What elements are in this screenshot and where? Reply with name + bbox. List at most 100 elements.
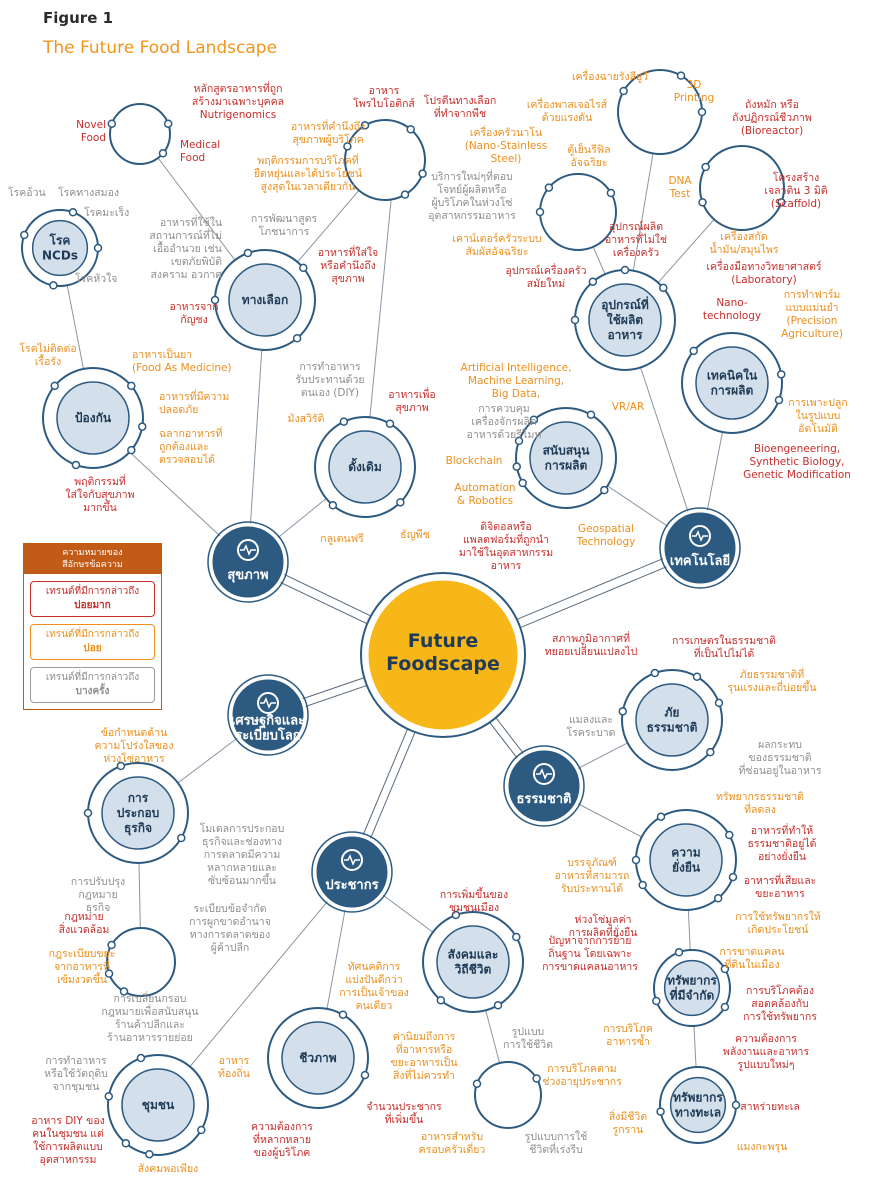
node-dot bbox=[127, 445, 136, 455]
node-dot bbox=[107, 940, 116, 950]
trend-label-elder: การบริโภคตามช่วงอายุประชากร bbox=[542, 1062, 622, 1088]
trend-label-packaging: บรรจุภัณฑ์อาหารที่สามารถรับประทานได้ bbox=[555, 856, 630, 895]
legend-item-often: เทรนด์ที่มีการกล่าวถึง บ่อย bbox=[30, 624, 155, 660]
sub-node-label: ทรัพยากรที่มีจำกัด bbox=[667, 974, 717, 1003]
legend-item-level: บางครั้ง bbox=[75, 686, 110, 697]
sub-node-label: ชุมชน bbox=[142, 1098, 175, 1113]
trend-label-automation: Automation& Robotics bbox=[454, 482, 515, 507]
node-dot bbox=[127, 381, 136, 391]
sub-node-limited: ทรัพยากรที่มีจำกัด bbox=[652, 948, 731, 1027]
hub-label: ธรรมชาติ bbox=[516, 792, 571, 807]
node-dot bbox=[83, 808, 93, 818]
node-dot bbox=[586, 410, 596, 419]
node-dot bbox=[493, 1001, 503, 1010]
trend-label-plant: โปรตีนทางเลือกที่ทำจากพืช bbox=[424, 94, 497, 120]
node-dot bbox=[406, 125, 415, 134]
trend-label-med-food: อาหารเป็นยา(Food As Medicine) bbox=[132, 347, 232, 374]
legend-item-level: บ่อยมาก bbox=[74, 600, 111, 611]
trend-label-local-food: อาหารท้องถิ่น bbox=[218, 1055, 250, 1080]
trend-label-sea-scarce: สาหร่ายทะเล bbox=[740, 1101, 800, 1113]
sub-node-label: ความยั่งยืน bbox=[671, 846, 701, 875]
trend-label-behav: พฤติกรรมที่ใส่ใจกับสุขภาพมากขึ้น bbox=[65, 474, 134, 514]
node-dot bbox=[706, 747, 715, 757]
legend-item-sometimes: เทรนด์ที่มีการกล่าวถึง บางครั้ง bbox=[30, 667, 155, 703]
trend-label-diy: การทำอาหารรับประทานด้วยตนเอง (DIY) bbox=[295, 361, 364, 399]
node-dot bbox=[697, 107, 707, 117]
node-dot bbox=[328, 501, 338, 510]
trend-label-organic-g: อาหารที่ใช้ในสถานการณ์ที่ไม่เอื้ออำนวย เ… bbox=[149, 215, 222, 281]
node-dot bbox=[343, 142, 352, 151]
center-label-line2: Foodscape bbox=[386, 653, 500, 675]
node-dot bbox=[652, 996, 661, 1006]
trend-label-dev: การพัฒนาสูตรโภชนาการ bbox=[251, 213, 318, 238]
node-dot bbox=[713, 894, 723, 903]
node-dot bbox=[698, 198, 707, 207]
node-dot bbox=[49, 281, 58, 290]
trend-label-safe: อาหารที่มีความปลอดภัย bbox=[159, 389, 229, 416]
trend-label-pasteur: เครื่องพาสเจอไรส์ด้วยแรงดัน bbox=[527, 97, 608, 124]
node-dot bbox=[210, 295, 220, 305]
node-dot bbox=[606, 188, 616, 198]
trend-label-cons-beh: พฤติกรรมการบริโภคที่ยืดหยุ่นและได้ประโยช… bbox=[254, 153, 362, 193]
hub-label: เศรษฐกิจและระเบียบโลก bbox=[231, 714, 305, 744]
trend-label-swiss: มังสวิรัติ bbox=[288, 413, 325, 425]
trend-label-transparency: ข้อกำหนดด้านความโปร่งใสของห่วงโซ่อาหาร bbox=[95, 727, 174, 765]
node-dot bbox=[618, 707, 628, 716]
empty-node-n1 bbox=[107, 103, 173, 165]
node-dot bbox=[512, 932, 521, 942]
sub-node-society: สังคมและวิถีชีวิต bbox=[422, 910, 524, 1013]
node-dot bbox=[701, 162, 710, 172]
node-dot bbox=[338, 1010, 348, 1019]
trend-label-ai: Artificial Intelligence,Machine Learning… bbox=[461, 362, 572, 400]
sub-node-label: สนับสนุนการผลิต bbox=[543, 444, 591, 473]
trend-label-weather: สภาพภูมิอากาศที่ทยอยเปลี่ยนแปลงไป bbox=[545, 631, 638, 658]
node-dot bbox=[619, 86, 628, 96]
empty-node-n3 bbox=[617, 69, 707, 155]
node-dot bbox=[137, 422, 147, 431]
trend-label-model: โมเดลการประกอบธุรกิจและช่องทางการตลาดมีค… bbox=[200, 822, 285, 887]
node-dot bbox=[777, 198, 786, 207]
hub-nature: ธรรมชาติ bbox=[503, 745, 585, 827]
node-dot bbox=[68, 208, 78, 217]
trend-label-service: บริการใหม่ๆที่ตอบโจทย์ผู้ผลิตหรือผู้บริโ… bbox=[428, 169, 516, 222]
trend-label-auto-farm: การเพาะปลูกในรูปแบบอัตโนมัติ bbox=[788, 397, 847, 435]
empty-node-n2 bbox=[343, 119, 427, 201]
node-dot bbox=[163, 119, 173, 128]
node-dot bbox=[676, 71, 686, 80]
trend-label-robot-ctrl: การควบคุมเครื่องจักรผลิตอาหารด้วยรีโมท bbox=[467, 403, 542, 441]
node-dot bbox=[638, 880, 647, 890]
trend-label-jellyfish: แมงกะพรุน bbox=[737, 1141, 788, 1153]
sub-node-prodtech: เทคนิคในการผลิต bbox=[681, 332, 786, 434]
legend-item-text: เทรนด์ที่มีการกล่าวถึง bbox=[45, 629, 140, 640]
trend-label-res-limit: ทรัพยากรธรรมชาติที่ลดลง bbox=[716, 791, 804, 816]
node-dot bbox=[512, 462, 522, 471]
node-dot bbox=[720, 1002, 730, 1012]
sub-node-mfg: อุปกรณ์ที่ใช้ผลิตอาหาร bbox=[570, 265, 676, 371]
node-dot bbox=[177, 833, 186, 843]
sub-node-disaster: ภัยธรรมชาติ bbox=[618, 668, 724, 771]
trend-label-env-law: กฎหมายสิ่งแวดล้อม bbox=[59, 911, 110, 936]
node-dot bbox=[714, 698, 724, 708]
trend-label-ncd-b: โรคทางสมอง bbox=[58, 186, 119, 199]
trend-label-retail-law: การเปลี่ยนกรอบกฎหมายเพื่อสนับสนุนร้านค้า… bbox=[101, 991, 198, 1044]
trend-label-diy-comm: อาหาร DIY ของคนในชุมชน แต่ใช้การผลิตแบบอ… bbox=[31, 1115, 105, 1166]
trend-label-blockchain: Blockchain bbox=[446, 455, 503, 467]
sub-node-marine: ทรัพยากรทางทะเล bbox=[656, 1066, 741, 1144]
legend-heading: ความหมายของ สีอักษรข้อความ bbox=[24, 544, 161, 574]
node-dot bbox=[50, 381, 59, 391]
trend-label-care: อาหารที่ใส่ใจหรือคำนึงถึงสุขภาพ bbox=[318, 245, 378, 285]
legend-item-level: บ่อย bbox=[83, 643, 102, 654]
legend-heading-line2: สีอักษรข้อความ bbox=[62, 560, 123, 570]
node-dot bbox=[418, 169, 427, 178]
node-dot bbox=[588, 277, 598, 286]
node-dot bbox=[385, 419, 395, 428]
empty-node-n5 bbox=[698, 145, 786, 231]
trend-label-bioreactor: ถังหมัก หรือถังปฏิกรณ์ชีวภาพ(Bioreactor) bbox=[732, 98, 812, 137]
node-dot bbox=[731, 1100, 741, 1110]
node-dot bbox=[650, 668, 660, 678]
